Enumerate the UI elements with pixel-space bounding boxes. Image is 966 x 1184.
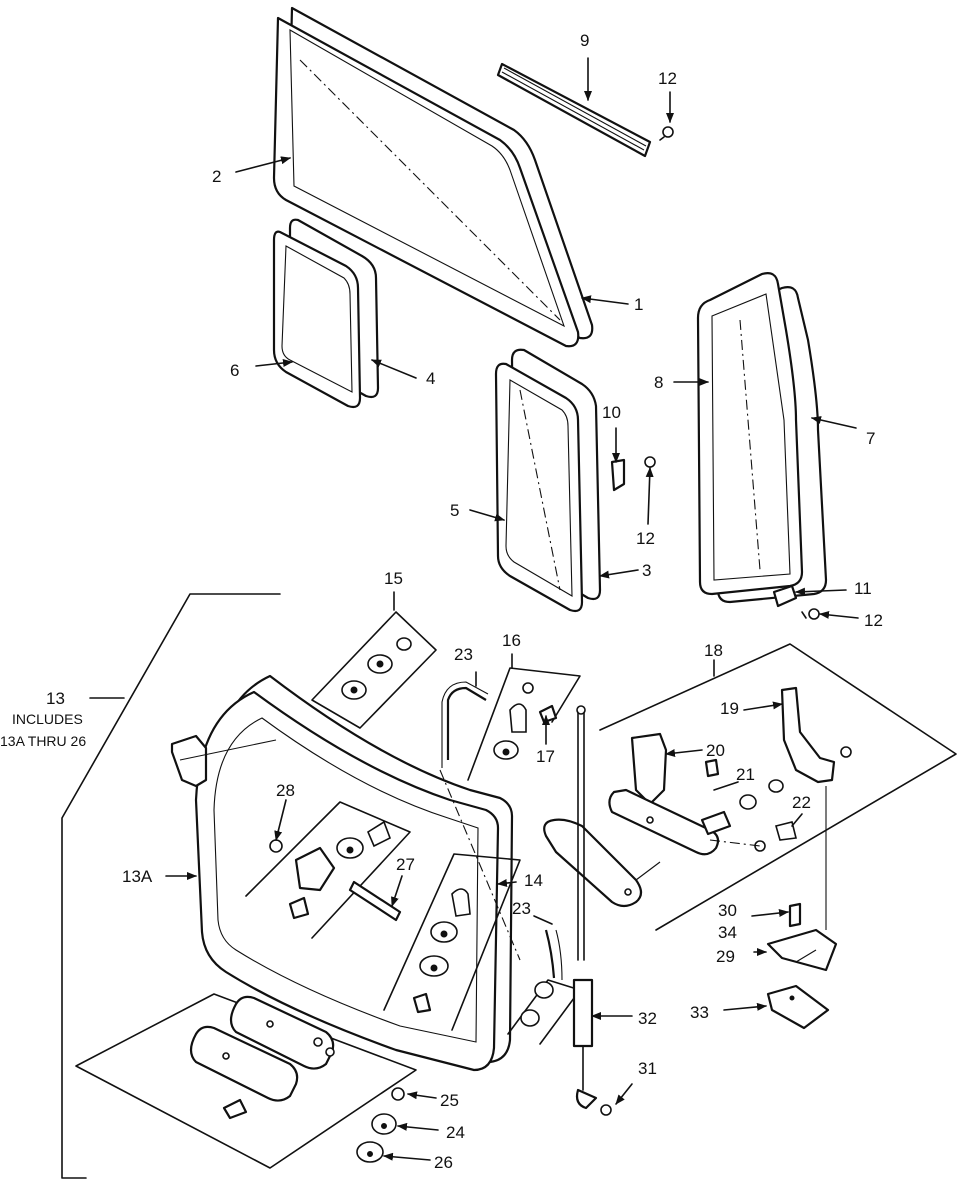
callout-6: 6 <box>230 361 239 380</box>
callout-13-note-line1: INCLUDES <box>12 711 83 727</box>
callout-18: 18 <box>704 641 723 660</box>
callout-2: 2 <box>212 167 221 186</box>
callout-31: 31 <box>638 1059 657 1078</box>
washer-group-15 <box>311 611 437 729</box>
hinge-bracket <box>170 734 277 788</box>
callout-1: 1 <box>634 295 643 314</box>
callout-4: 4 <box>426 369 435 388</box>
spacer-block-33 <box>766 984 830 1030</box>
washer-hose-23 <box>441 681 489 768</box>
callout-12: 12 <box>658 69 677 88</box>
lift-assembly-18 <box>599 643 957 931</box>
callout-16: 16 <box>502 631 521 650</box>
callout-15: 15 <box>384 569 403 588</box>
callout-labels: 9 12 2 1 6 4 10 12 5 3 8 7 11 12 15 16 1… <box>0 31 883 1172</box>
lift-arm-pad-14 <box>543 818 661 908</box>
callout-3: 3 <box>642 561 651 580</box>
right-window-glass <box>696 272 828 604</box>
washers-24-26 <box>356 1087 405 1163</box>
callout-11: 11 <box>854 579 872 598</box>
callout-24: 24 <box>446 1123 465 1142</box>
callout-25: 25 <box>440 1091 459 1110</box>
callout-27: 27 <box>396 855 415 874</box>
callout-7: 7 <box>866 429 875 448</box>
clip-11 <box>772 584 820 620</box>
callout-30: 30 <box>718 901 737 920</box>
callout-23: 23 <box>454 645 473 664</box>
clip-10 <box>610 456 656 492</box>
weather-strip <box>496 62 652 158</box>
callout-29: 29 <box>716 947 735 966</box>
callout-13A: 13A <box>122 867 153 886</box>
mount-bracket-29 <box>766 902 838 972</box>
callout-12: 12 <box>864 611 883 630</box>
callout-33: 33 <box>690 1003 709 1022</box>
callout-23: 23 <box>512 899 531 918</box>
small-window-glass <box>272 218 380 409</box>
lower-pads <box>75 993 417 1169</box>
lower-right-pads <box>507 929 581 1045</box>
callout-14: 14 <box>524 871 543 890</box>
group-13-bracket <box>61 593 281 1179</box>
callout-21: 21 <box>736 765 755 784</box>
callout-10: 10 <box>602 403 621 422</box>
callout-20: 20 <box>706 741 725 760</box>
middle-window-glass <box>494 348 602 613</box>
gas-strut-32 <box>572 705 612 1116</box>
callout-19: 19 <box>720 699 739 718</box>
callout-28: 28 <box>276 781 295 800</box>
callout-32: 32 <box>638 1009 657 1028</box>
callout-22: 22 <box>792 793 811 812</box>
leader-lines <box>165 57 859 1161</box>
washer-group-16 <box>467 667 581 781</box>
callout-34: 34 <box>718 923 737 942</box>
callout-12: 12 <box>636 529 655 548</box>
bolt-12-top <box>659 126 674 141</box>
callout-8: 8 <box>654 373 663 392</box>
callout-9: 9 <box>580 31 589 50</box>
callout-13: 13 <box>46 689 65 708</box>
rear-window-glass <box>272 6 594 348</box>
callout-17: 17 <box>536 747 555 766</box>
callout-26: 26 <box>434 1153 453 1172</box>
pad-group-14 <box>383 853 521 1031</box>
callout-13-note-line2: 13A THRU 26 <box>0 733 86 749</box>
callout-5: 5 <box>450 501 459 520</box>
